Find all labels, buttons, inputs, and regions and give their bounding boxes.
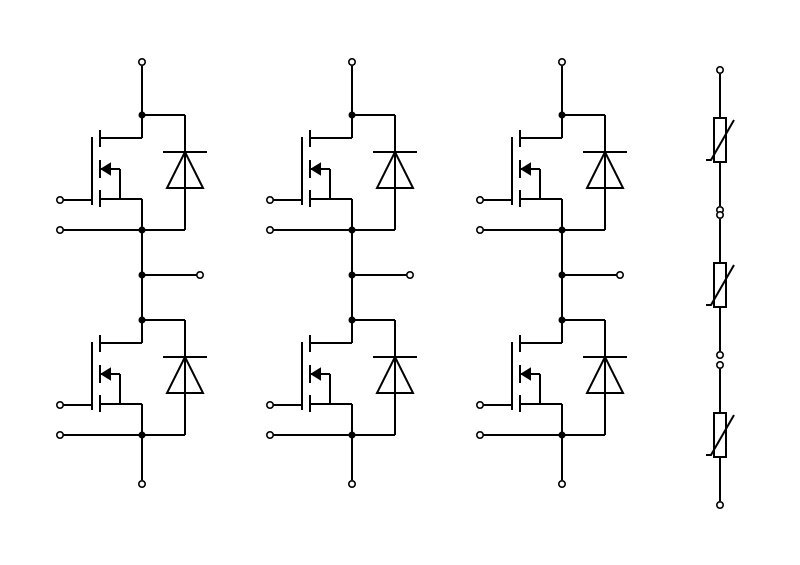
- low-side-switch: [55, 316, 207, 439]
- output-terminal: [196, 270, 205, 279]
- aux-terminal: [55, 226, 64, 235]
- dc-minus-terminal: [138, 479, 147, 488]
- half-bridge-leg-3: [475, 57, 627, 488]
- diode-symbol: [373, 354, 417, 394]
- thermistor-body: [713, 262, 727, 308]
- high-side-switch: [265, 111, 417, 235]
- diode-triangle: [585, 149, 625, 189]
- gate-terminal: [475, 400, 484, 409]
- gate-terminal: [265, 196, 274, 205]
- diode-symbol: [583, 354, 627, 394]
- diode-triangle: [165, 149, 205, 189]
- mosfet-symbol: [270, 320, 353, 435]
- dc-minus-terminal: [557, 479, 566, 488]
- mosfet-symbol: [480, 115, 563, 230]
- low-side-switch: [265, 316, 417, 439]
- gate-terminal: [55, 400, 64, 409]
- junction-dot: [348, 316, 356, 324]
- diode-triangle: [585, 354, 625, 394]
- aux-terminal: [265, 430, 274, 439]
- thermistor-terminal: [715, 66, 724, 75]
- thermistor-body: [713, 117, 727, 163]
- low-side-switch: [475, 316, 627, 439]
- thermistor-terminal: [715, 211, 724, 220]
- junction-dot: [138, 316, 146, 324]
- junction-dot: [558, 111, 566, 119]
- thermistor-slash: [706, 119, 735, 161]
- arrow-head: [310, 162, 321, 176]
- diode-symbol: [583, 149, 627, 189]
- aux-terminal: [265, 226, 274, 235]
- half-bridge-leg-1: [55, 57, 207, 488]
- arrow-head: [520, 162, 531, 176]
- diode-triangle: [375, 149, 415, 189]
- diode-symbol: [373, 149, 417, 189]
- mosfet-symbol: [60, 320, 143, 435]
- mosfet-symbol: [270, 115, 353, 230]
- arrow-head: [310, 367, 321, 381]
- arrow-head: [100, 367, 111, 381]
- high-side-switch: [55, 111, 207, 235]
- thermistor-body: [713, 412, 727, 458]
- thermistor-terminal: [715, 500, 724, 509]
- thermistor-terminal: [715, 360, 724, 369]
- half-bridge-leg-2: [265, 57, 417, 488]
- aux-terminal: [475, 430, 484, 439]
- gate-terminal: [55, 196, 64, 205]
- thermistor-terminal: [715, 350, 724, 359]
- gate-terminal: [475, 196, 484, 205]
- arrow-head: [100, 162, 111, 176]
- diode-triangle: [165, 354, 205, 394]
- dc-plus-terminal: [347, 57, 356, 66]
- high-side-switch: [475, 111, 627, 235]
- dc-plus-terminal: [138, 57, 147, 66]
- thermistor-slash: [706, 414, 735, 456]
- junction-dot: [138, 111, 146, 119]
- diode-symbol: [163, 354, 207, 394]
- dc-plus-terminal: [557, 57, 566, 66]
- mosfet-symbol: [480, 320, 563, 435]
- thermistor-slash: [706, 264, 735, 306]
- diode-triangle: [375, 354, 415, 394]
- ntc-thermistor-1: [706, 66, 735, 215]
- output-terminal: [405, 270, 414, 279]
- dc-minus-terminal: [347, 479, 356, 488]
- ntc-thermistor-3: [706, 360, 735, 509]
- junction-dot: [558, 316, 566, 324]
- ntc-thermistor-2: [706, 211, 735, 359]
- aux-terminal: [475, 226, 484, 235]
- output-terminal: [615, 270, 624, 279]
- aux-terminal: [55, 430, 64, 439]
- diode-symbol: [163, 149, 207, 189]
- mosfet-symbol: [60, 115, 143, 230]
- gate-terminal: [265, 400, 274, 409]
- junction-dot: [348, 111, 356, 119]
- arrow-head: [520, 367, 531, 381]
